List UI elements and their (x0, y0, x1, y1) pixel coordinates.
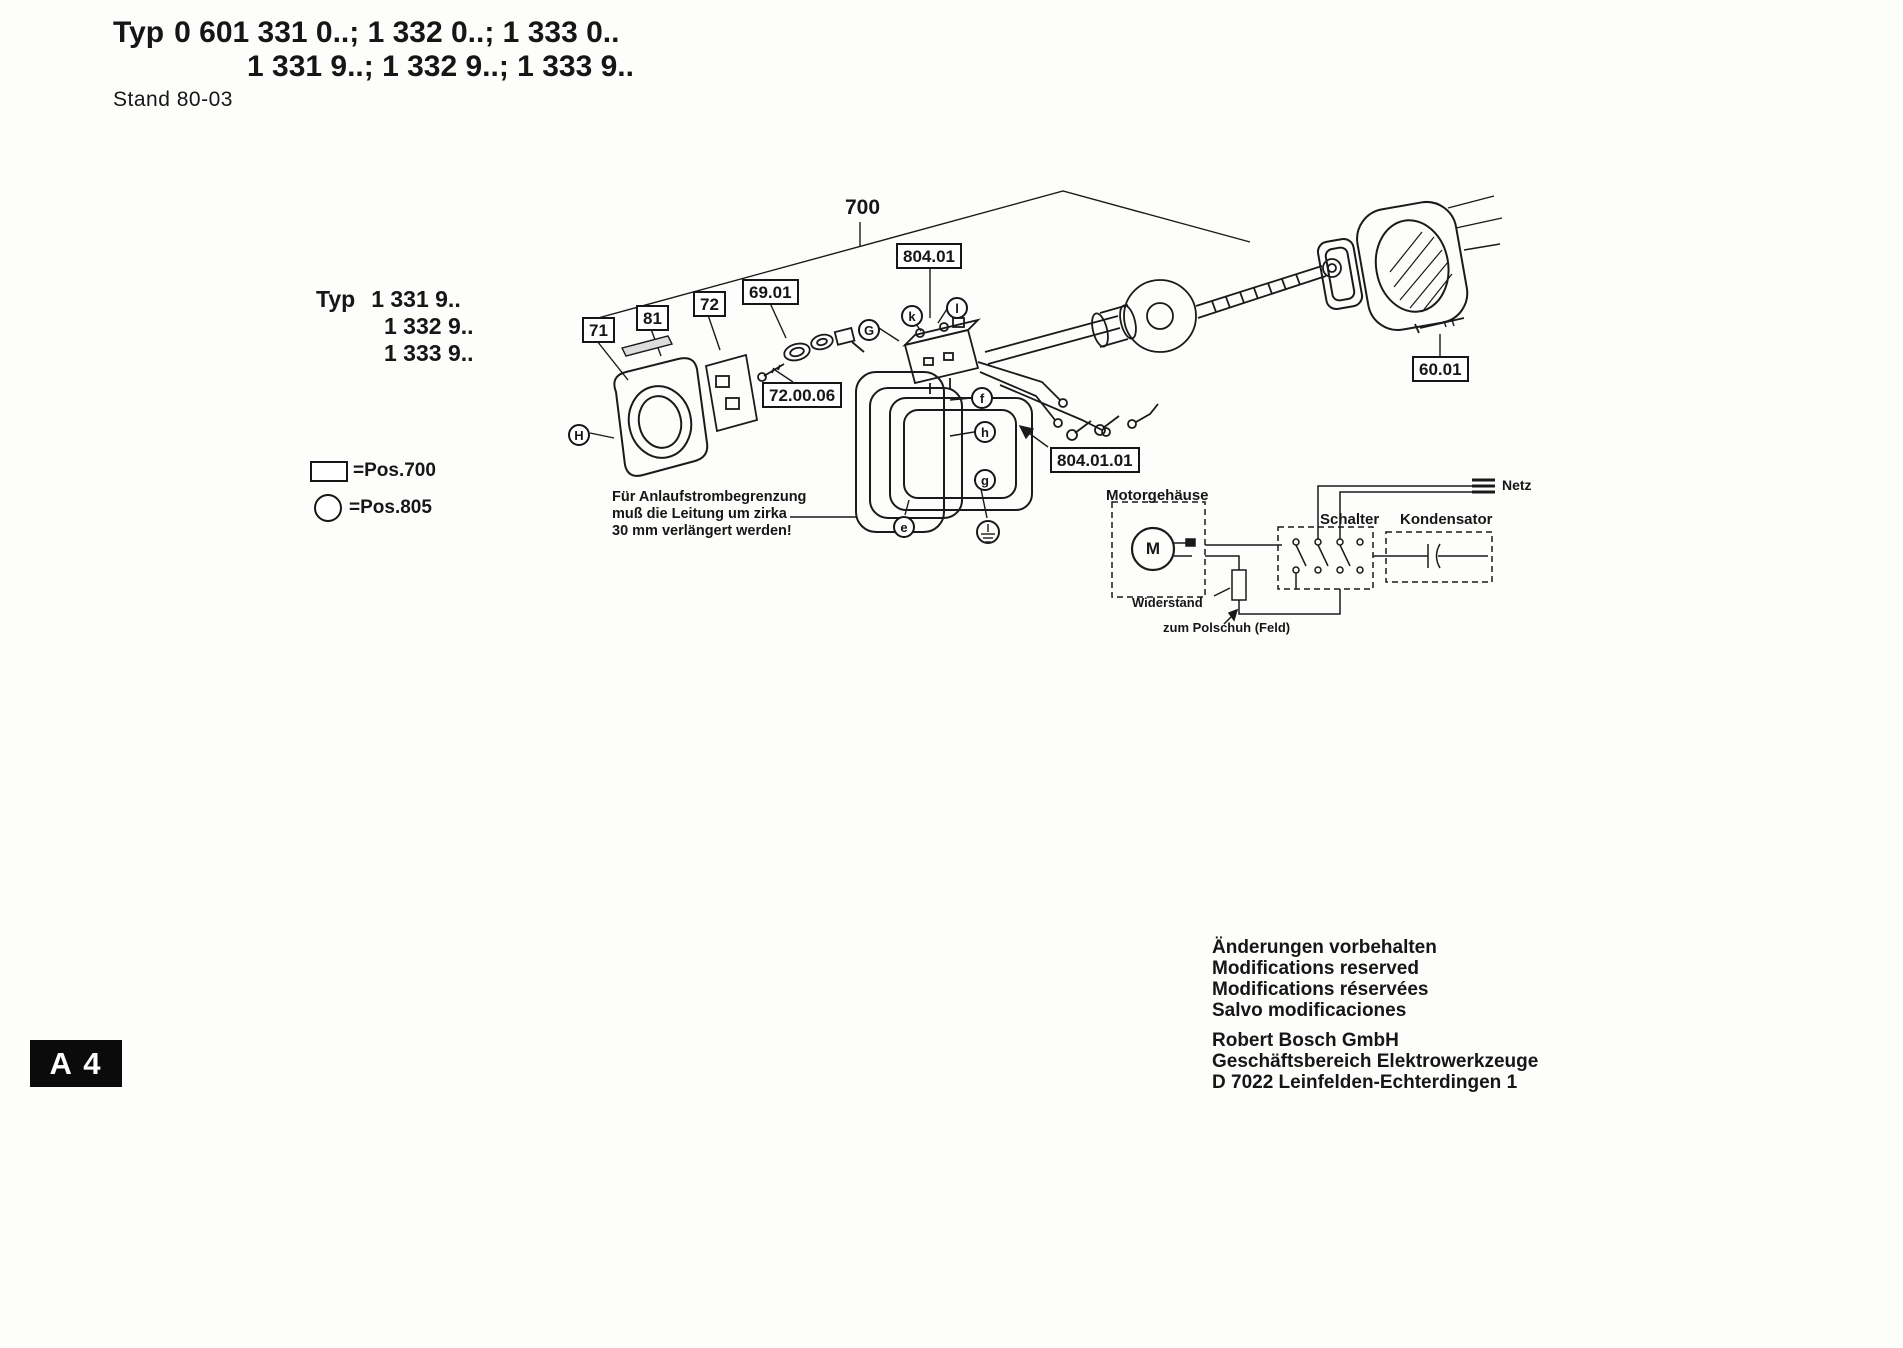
stator-housing (613, 335, 709, 477)
type-header: Typ 0 601 331 0..; 1 332 0..; 1 333 0.. 1… (113, 16, 634, 112)
sheet-label: A 4 (30, 1040, 122, 1087)
typ-label: Typ (113, 16, 165, 49)
callout-81: 81 (636, 305, 669, 331)
note: Für Anlaufstrombegrenzung muß die Leitun… (612, 489, 806, 540)
note-line-3: 30 mm verlängert werden! (612, 523, 792, 539)
legend-circle-label: =Pos.805 (349, 497, 432, 518)
stand-label: Stand 80-03 (113, 88, 233, 111)
schematic-label-resistor: Widerstand (1132, 595, 1203, 610)
callout-l: l (946, 297, 968, 319)
callout-f: f (971, 387, 993, 409)
switch-block (902, 317, 981, 394)
legend-circle-symbol (314, 494, 342, 522)
callout-700: 700 (845, 196, 881, 219)
note-line-2: muß die Leitung um zirka (612, 506, 787, 522)
legend-rect-symbol (310, 460, 348, 482)
schematic-label-motor-housing: Motorgehäuse (1106, 487, 1209, 504)
schematic-motor-symbol: M (1145, 539, 1161, 558)
callout-h: h (974, 421, 996, 443)
legend-rect-label: =Pos.700 (353, 460, 436, 481)
variant-line-3: 1 333 9.. (384, 340, 474, 366)
callout-72-00-06: 72.00.06 (762, 382, 843, 408)
variant-line-2: 1 332 9.. (384, 313, 474, 339)
callout-804-01: 804.01 (896, 243, 962, 269)
callout-69-01: 69.01 (742, 279, 799, 305)
wiring-loops (855, 371, 1033, 544)
schematic-label-net: Netz (1502, 477, 1532, 493)
callout-g: g (974, 469, 996, 491)
legend: =Pos.700 =Pos.805 (310, 460, 436, 522)
callout-71: 71 (582, 317, 615, 343)
callout-60-01: 60.01 (1412, 356, 1469, 382)
modifications-line-4: Salvo modificaciones (1212, 1000, 1407, 1021)
variant-typ-label: Typ (316, 286, 356, 312)
modifications-line-2: Modifications reserved (1212, 958, 1419, 979)
gear-housing (1316, 195, 1503, 334)
schematic-label-switch: Schalter (1320, 511, 1380, 528)
footer-notices: Änderungen vorbehalten Modifications res… (1212, 937, 1538, 1093)
callout-e: e (893, 516, 915, 538)
modifications-line-3: Modifications réservées (1212, 979, 1429, 1000)
armature-shaft (984, 258, 1342, 365)
company-line-2: Geschäftsbereich Elektrowerkzeuge (1212, 1051, 1539, 1072)
modifications-line-1: Änderungen vorbehalten (1212, 937, 1437, 958)
variant-block: Typ 1 331 9.. 1 332 9.. 1 333 9.. (316, 286, 474, 367)
brush-plate-parts (704, 326, 865, 433)
callout-G: G (858, 319, 880, 341)
field-wires (977, 361, 1159, 441)
exploded-view-frame (589, 190, 1441, 519)
schematic-linework (1111, 478, 1495, 625)
callout-804-01-01: 804.01.01 (1050, 447, 1140, 473)
schematic-label-pole-shoe: zum Polschuh (Feld) (1163, 620, 1291, 635)
callout-72: 72 (693, 291, 726, 317)
typ-line2: 1 331 9..; 1 332 9..; 1 333 9.. (247, 50, 634, 83)
schematic-label-capacitor: Kondensator (1400, 511, 1493, 528)
company-line-3: D 7022 Leinfelden-Echterdingen 1 (1212, 1072, 1518, 1093)
callout-H: H (568, 424, 590, 446)
typ-line1: 0 601 331 0..; 1 332 0..; 1 333 0.. (174, 16, 620, 49)
callout-k: k (901, 305, 923, 327)
company-line-1: Robert Bosch GmbH (1212, 1030, 1399, 1051)
note-line-1: Für Anlaufstrombegrenzung (612, 489, 807, 505)
variant-line-1: 1 331 9.. (371, 286, 461, 312)
